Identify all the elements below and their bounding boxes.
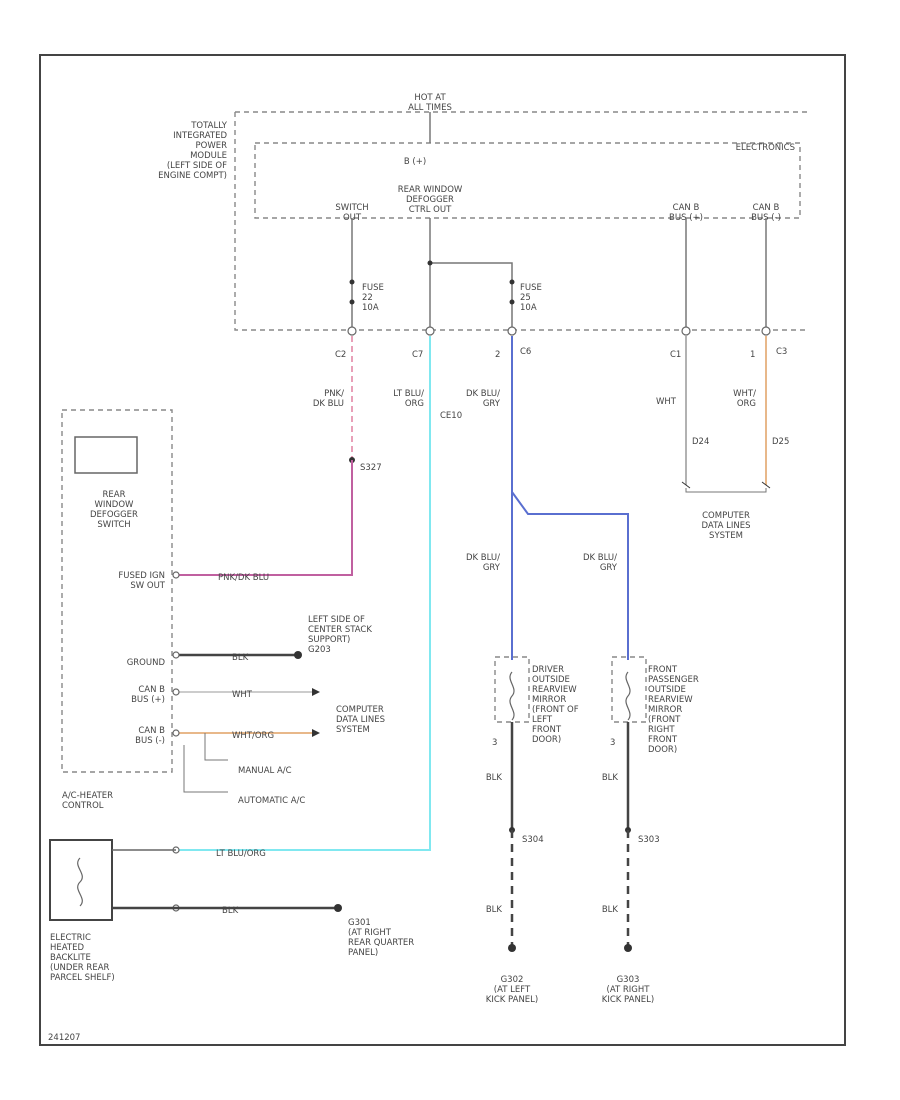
pin-c6: C6 [520, 347, 531, 357]
pin-3-l: 3 [492, 738, 497, 748]
driver-heater-icon [509, 671, 515, 721]
can-plus-arrow [312, 688, 320, 696]
pin-c1: C1 [670, 350, 681, 360]
g203-terminal [294, 651, 302, 659]
blk-l2: BLK [486, 905, 503, 915]
splice-node [427, 260, 433, 266]
s304: S304 [522, 835, 544, 845]
arrow-heads [681, 481, 771, 489]
blk-r2: BLK [602, 905, 619, 915]
manual-ac: MANUAL A/C [238, 766, 292, 776]
electronics-box [254, 142, 801, 219]
hvac-pin-ground [172, 651, 180, 659]
connector-c6 [507, 326, 517, 336]
wht-h: WHT [232, 690, 253, 700]
g303-terminal [624, 944, 632, 952]
fuse-25-wire [430, 262, 513, 330]
hvac-pin-canp [172, 688, 180, 696]
diagram-frame [39, 54, 846, 1046]
wht-org-label: WHT/ORG [733, 389, 756, 409]
pin-3-r: 3 [610, 738, 615, 748]
pin-c2: C2 [335, 350, 346, 360]
connector-c2 [347, 326, 357, 336]
dk-blu-gry-r: DK BLU/GRY [583, 553, 618, 573]
connector-c7 [425, 326, 435, 336]
can-minus-arrow [312, 729, 320, 737]
fuse-22-top [349, 279, 355, 285]
passenger-heater-icon [625, 671, 631, 721]
passenger-mirror-box [611, 656, 647, 723]
cyan-wire [178, 336, 431, 851]
lt-blu-org-h: LT BLU/ORG [216, 849, 266, 859]
backlite-heater-icon [77, 857, 83, 907]
footer-id: 241207 [48, 1033, 80, 1043]
electronics-label: ELECTRONICS [736, 143, 795, 153]
variant-leaders [183, 733, 228, 793]
pin-c7: C7 [412, 350, 423, 360]
backlite-box [49, 839, 113, 921]
s327-label: S327 [360, 463, 382, 473]
hvac-pin-canm [172, 729, 180, 737]
pnk-dk-blu-h: PNK/DK BLU [218, 573, 269, 583]
fuse-22-bottom [349, 299, 355, 305]
fuse-25-top [509, 279, 515, 285]
ce10-label: CE10 [440, 411, 462, 421]
g301-terminal [334, 904, 342, 912]
hvac-box [61, 409, 173, 773]
pnk-dk-blu-label: PNK/DK BLU [313, 389, 344, 409]
blue-wire-right [511, 336, 629, 660]
computer-bracket [685, 488, 767, 493]
g302-terminal [508, 944, 516, 952]
connector-c1 [681, 326, 691, 336]
blk-1: BLK [232, 653, 249, 663]
d25-label: D25 [772, 437, 789, 447]
wht-label: WHT [656, 397, 677, 407]
blk-2: BLK [222, 906, 239, 916]
blk-r: BLK [602, 773, 619, 783]
s303: S303 [638, 835, 660, 845]
pin-c3: C3 [776, 347, 787, 357]
ground-label: GROUND [127, 658, 166, 668]
driver-mirror-box [494, 656, 530, 723]
lt-blu-org-label: LT BLU/ORG [393, 389, 424, 409]
magenta-wire [178, 460, 353, 576]
pin-2: 2 [495, 350, 500, 360]
fuse-25-bottom [509, 299, 515, 305]
hvac-pin-fused [172, 571, 180, 579]
dk-blu-gry-label: DK BLU/GRY [466, 389, 501, 409]
defogger-switch-icon [74, 436, 138, 474]
connector-c3 [761, 326, 771, 336]
wht-org-h: WHT/ORG [232, 731, 274, 741]
automatic-ac: AUTOMATIC A/C [238, 796, 305, 806]
dk-blu-gry-l: DK BLU/GRY [466, 553, 501, 573]
blk-l: BLK [486, 773, 503, 783]
d24-label: D24 [692, 437, 709, 447]
bus-label: B (+) [404, 157, 426, 167]
pin-1: 1 [750, 350, 755, 360]
pdm-box [234, 111, 808, 331]
